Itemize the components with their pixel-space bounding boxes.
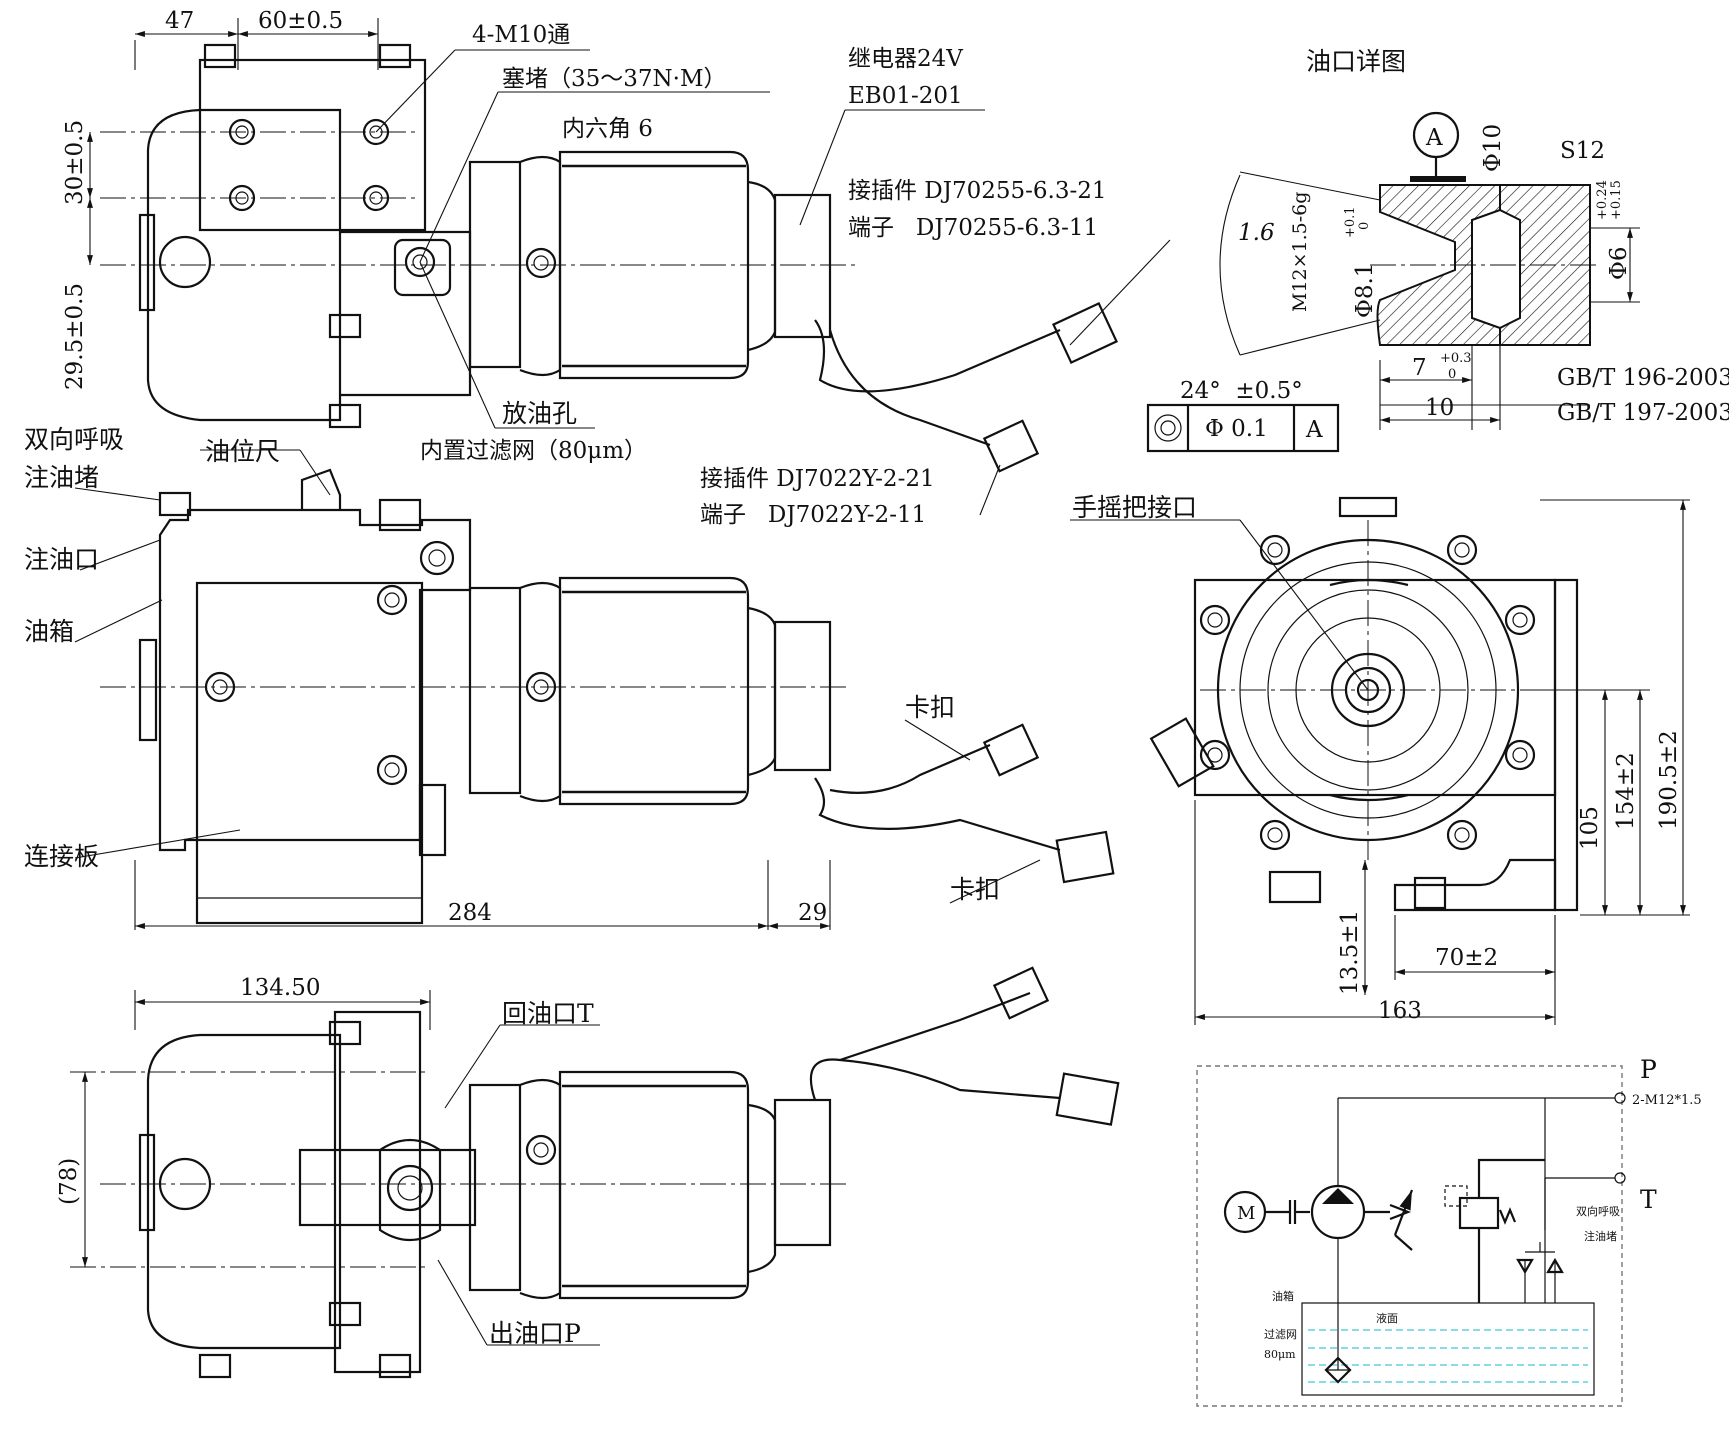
- dim-47: 47: [165, 8, 194, 34]
- dim-29b: 29: [798, 900, 827, 926]
- label-clip-a: 卡扣: [905, 693, 955, 722]
- port-d81: Φ8.1: [1352, 263, 1378, 318]
- front-view: [100, 468, 1115, 925]
- dim-284: 284: [448, 900, 492, 926]
- port-std2: GB/T 197-2003: [1557, 400, 1729, 426]
- port-tol81-up: +0.1: [1343, 206, 1358, 238]
- label-conn1-1: 接插件 DJ70255-6.3-21: [848, 178, 1107, 204]
- label-outlet: 出油口P: [489, 1319, 581, 1348]
- label-filter: 内置过滤网（80μm）: [420, 438, 647, 464]
- label-title-detail: 油口详图: [1306, 47, 1406, 76]
- bottom-view: [70, 966, 1120, 1379]
- dim-105: 105: [1577, 806, 1603, 850]
- dim-70: 70±2: [1435, 945, 1498, 971]
- port-tol-r-up: +0.24: [1595, 180, 1610, 220]
- side-view: [1149, 496, 1579, 912]
- hyd-filter-2: 80μm: [1264, 1348, 1296, 1361]
- hyd-breather-1: 双向呼吸: [1576, 1204, 1620, 1218]
- feature-control-frame: [1146, 403, 1340, 453]
- dim-13: 13.5±1: [1337, 910, 1363, 995]
- label-plug: 塞堵（35～37N·M）: [502, 66, 727, 92]
- top-view: [100, 43, 1118, 473]
- label-conn1-2: 端子 DJ70255-6.3-11: [848, 215, 1098, 241]
- label-breather-1: 双向呼吸: [24, 425, 124, 454]
- port-r16: 1.6: [1238, 220, 1275, 246]
- dim-154: 154±2: [1613, 752, 1639, 830]
- port-d7: 7: [1412, 355, 1427, 381]
- dim-60: 60±0.5: [258, 8, 343, 34]
- hyd-tank: 油箱: [1272, 1289, 1294, 1303]
- dim-78: (78): [56, 1158, 82, 1205]
- port-tol81-lo: 0: [1357, 222, 1372, 230]
- hyd-thread: 2-M12*1.5: [1632, 1093, 1702, 1108]
- hyd-filter-1: 过滤网: [1264, 1328, 1297, 1341]
- port-std1: GB/T 196-2003: [1557, 365, 1729, 391]
- port-detail: [1219, 111, 1600, 356]
- label-drain: 放油孔: [502, 399, 577, 428]
- dim-29: 29.5±0.5: [62, 283, 88, 390]
- hyd-motor: M: [1237, 1203, 1255, 1224]
- label-m10: 4-M10通: [472, 22, 570, 48]
- labels: 油口详图 4-M10通 塞堵（35～37N·M） 内六角 6 继电器24V EB…: [24, 8, 1729, 1361]
- port-datum: A: [1425, 125, 1443, 151]
- relief-valve-symbol: [1458, 1196, 1500, 1230]
- label-plate: 连接板: [24, 842, 99, 871]
- label-hex: 内六角 6: [562, 116, 653, 142]
- leader-lines: [74, 49, 1369, 1346]
- fcf-datum: A: [1305, 417, 1323, 443]
- hydraulic-schematic: [1196, 1065, 1626, 1407]
- dim-163: 163: [1378, 998, 1422, 1024]
- label-crank: 手摇把接口: [1072, 493, 1197, 522]
- label-relay-1: 继电器24V: [848, 46, 963, 72]
- label-return: 回油口T: [502, 999, 594, 1028]
- hyd-level: 液面: [1376, 1311, 1398, 1325]
- port-d10: Φ10: [1480, 124, 1506, 172]
- port-tol-r-lo: +0.15: [1609, 180, 1624, 220]
- hyd-breather-2: 注油堵: [1584, 1229, 1617, 1243]
- dim-190: 190.5±2: [1656, 730, 1682, 830]
- port-d10b: 10: [1425, 395, 1454, 421]
- port-tol7-lo: 0: [1448, 367, 1456, 382]
- port-s12: S12: [1560, 138, 1605, 164]
- dim-30: 30±0.5: [62, 120, 88, 205]
- label-fill-port: 注油口: [24, 545, 99, 574]
- label-tank: 油箱: [24, 617, 74, 646]
- port-tol7-up: +0.3: [1440, 351, 1472, 366]
- label-breather-2: 注油堵: [24, 463, 99, 492]
- label-clip-b: 卡扣: [950, 875, 1000, 904]
- label-dipstick: 油位尺: [205, 437, 280, 466]
- dimension-lines: [82, 18, 1690, 1267]
- label-relay-2: EB01-201: [848, 83, 963, 109]
- dim-134: 134.50: [240, 975, 320, 1001]
- label-conn2-2: 端子 DJ7022Y-2-11: [700, 502, 926, 528]
- label-conn2-1: 接插件 DJ7022Y-2-21: [700, 466, 935, 492]
- hyd-P: P: [1640, 1055, 1657, 1084]
- hyd-T: T: [1640, 1185, 1657, 1214]
- port-angle: 24° ±0.5°: [1180, 378, 1303, 404]
- port-d6: Φ6: [1606, 247, 1632, 281]
- fcf-value: Φ 0.1: [1205, 416, 1268, 442]
- port-thread: M12×1.5-6g: [1289, 192, 1311, 312]
